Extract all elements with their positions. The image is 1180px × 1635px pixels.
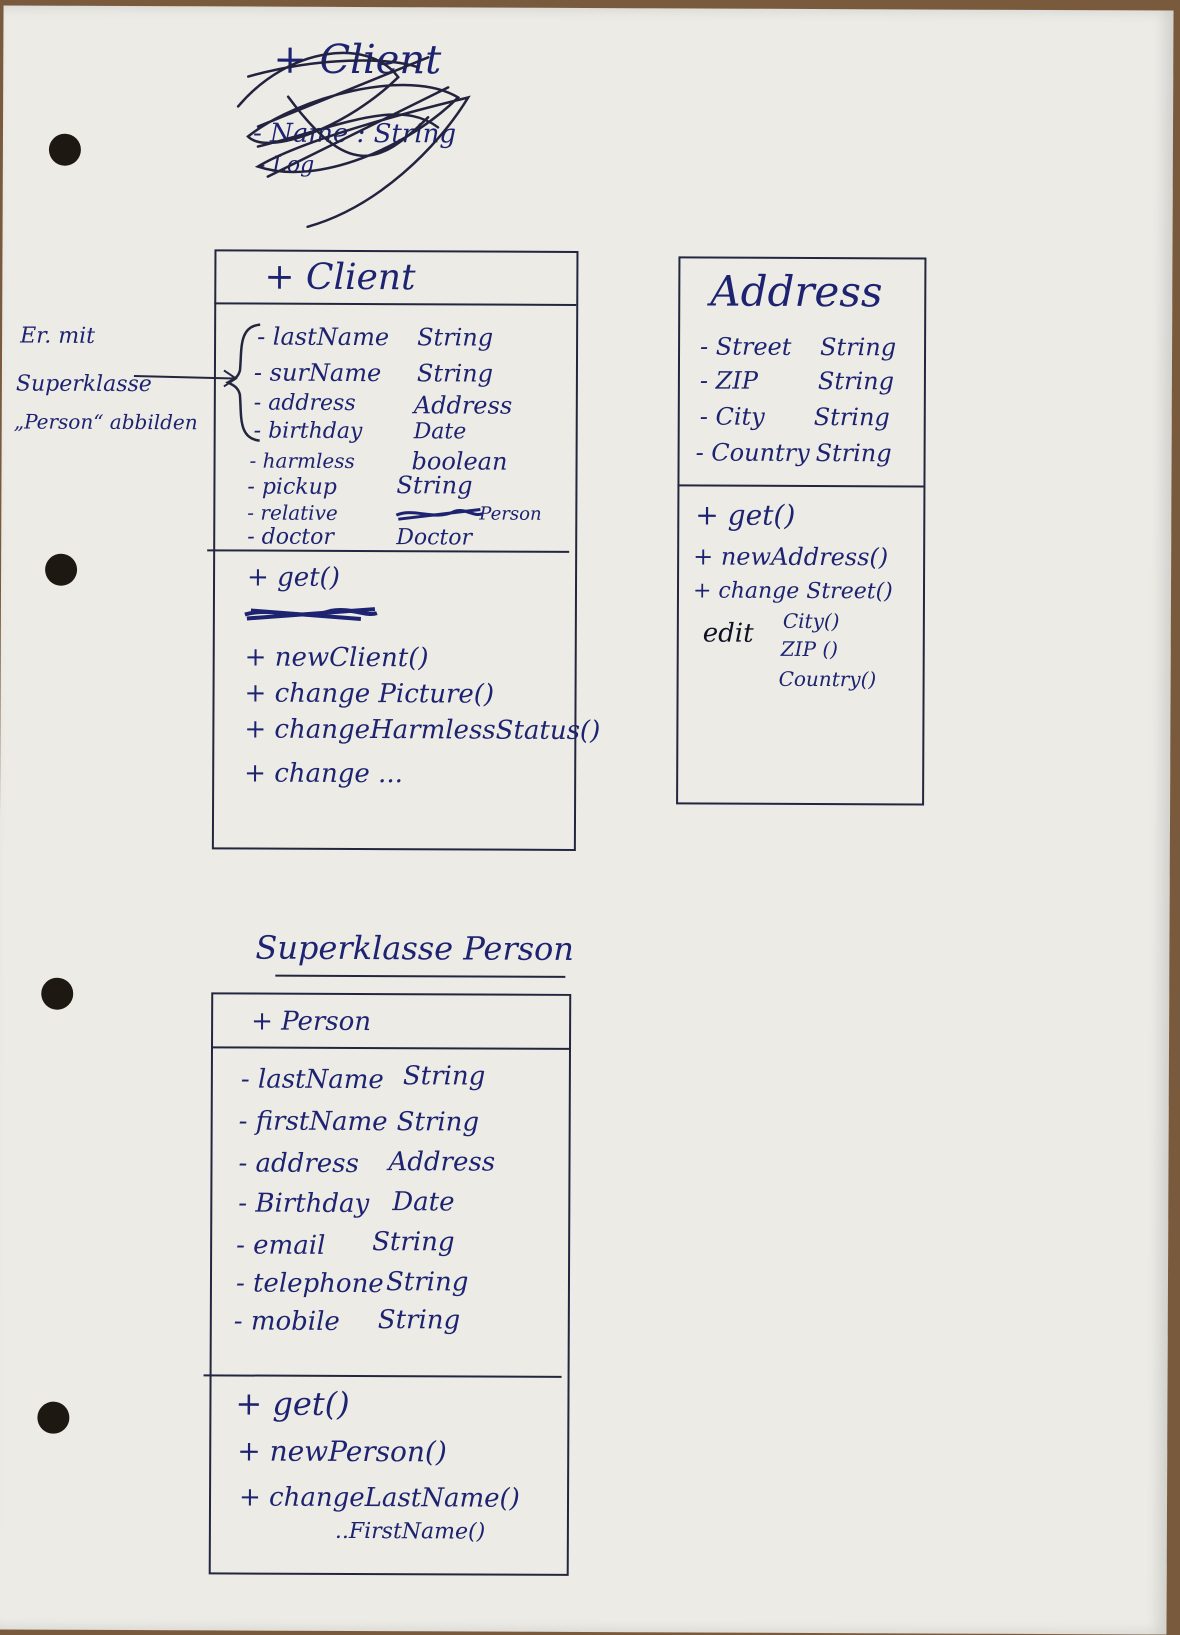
attribute-type: String [815, 439, 892, 468]
client-methods: + get() + newClient() + change Picture()… [4, 5, 1174, 790]
attribute-type: String [820, 333, 897, 362]
superclass-heading: Superklasse Person [255, 928, 575, 968]
attribute-type: Doctor [396, 525, 473, 551]
method-label: + get() [695, 498, 796, 532]
edit-item: Country() [778, 666, 877, 692]
attribute-name: - ZIP [699, 366, 759, 395]
attribute-type: Date [413, 419, 467, 445]
annotation-note: Er. mit Superklasse „Person“ abbilden [4, 5, 1174, 435]
attribute-name: - lastName [240, 1064, 384, 1096]
attribute-name: - pickup [247, 474, 337, 500]
attribute-name: - firstName [238, 1106, 388, 1138]
client-attributes: - lastName String - surName String - add… [4, 5, 1174, 551]
attribute-name: - address [253, 390, 356, 416]
arrow-right-icon [133, 369, 238, 388]
brace-bracket [225, 323, 261, 442]
binder-hole [45, 553, 78, 586]
attribute-name: - address [238, 1148, 359, 1180]
attribute-name: - relative [247, 500, 338, 525]
method-label: + changeHarmlessStatus() [244, 714, 601, 747]
attribute-name: - surName [253, 358, 382, 388]
address-class-title: Address [710, 266, 883, 317]
edit-label: edit [702, 618, 754, 649]
attribute-type: String [377, 1305, 461, 1336]
annotation-line: „Person“ abbilden [13, 409, 198, 435]
attribute-type: String [417, 323, 494, 352]
person-methods: + get() + newPerson() + changeLastName()… [4, 5, 1174, 1544]
method-label: + change Picture() [244, 678, 495, 710]
attribute-type: String [385, 1267, 469, 1298]
scribble-scratch [236, 51, 471, 229]
scribble-scratch [395, 508, 483, 521]
attribute-name: - birthday [253, 418, 363, 445]
attribute-type: String [402, 1061, 486, 1092]
method-label: + newClient() [244, 642, 429, 674]
method-label: + changeLastName() [238, 1482, 520, 1514]
attribute-name: - mobile [233, 1306, 340, 1337]
attribute-type: Date [392, 1187, 455, 1218]
person-class-title: + Person [251, 1006, 372, 1038]
attribute-type: Person [479, 503, 542, 525]
attribute-type: String [813, 402, 890, 432]
binder-hole [41, 977, 74, 1010]
attribute-type: Address [413, 391, 513, 420]
attribute-type: String [817, 367, 895, 396]
superclass-underline [275, 974, 566, 978]
address-attributes: - Street String - ZIP String - City Stri… [4, 5, 1174, 467]
attribute-name: - Country [695, 438, 810, 467]
attribute-type: String [416, 359, 494, 388]
person-attributes: - lastName String - firstName String - a… [4, 5, 1174, 1337]
attribute-type: String [396, 471, 473, 500]
notebook-page: + Client - Name : String - Log + Client … [0, 5, 1174, 1635]
attribute-name: - lastName [257, 322, 390, 352]
attribute-name: - Birthday [238, 1188, 370, 1220]
method-label: + newPerson() [237, 1434, 447, 1469]
method-label: + newAddress() [693, 542, 889, 572]
client-class-title: + Client [264, 256, 416, 299]
attribute-name: - City [699, 402, 765, 431]
edit-item: ZIP () [780, 636, 839, 662]
edit-item: City() [782, 608, 840, 634]
attribute-name: - harmless [249, 448, 355, 473]
method-label: + change ... [244, 758, 403, 790]
attribute-name: - doctor [247, 524, 334, 550]
attribute-type: String [372, 1227, 455, 1258]
attribute-name: - Street [700, 332, 792, 361]
binder-hole [48, 133, 81, 166]
method-label: + change Street() [692, 578, 893, 605]
method-label: + get() [235, 1384, 350, 1423]
method-label: ..FirstName() [334, 1518, 486, 1545]
scribble-scratch [244, 607, 378, 622]
annotation-line: Er. mit [20, 323, 96, 349]
attribute-type: String [396, 1107, 480, 1138]
method-label: + get() [246, 562, 340, 593]
attribute-type: Address [388, 1147, 496, 1178]
binder-hole [37, 1401, 70, 1434]
attribute-name: - email [236, 1230, 326, 1261]
address-methods: + get() + newAddress() + change Street()… [4, 5, 1174, 691]
scratched-draft: + Client - Name : String - Log [4, 5, 1174, 229]
attribute-name: - telephone [235, 1268, 384, 1300]
